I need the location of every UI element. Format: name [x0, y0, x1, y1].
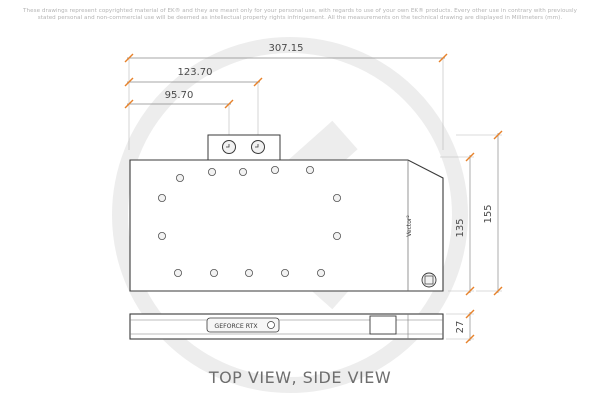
dimension-thickness: 27 [446, 309, 475, 344]
side-view-body: GEFORCE RTX [129, 313, 444, 340]
mounting-screw-icon [332, 193, 341, 202]
mounting-screw-icon [173, 268, 182, 277]
dimension-body-height: 135 [440, 152, 475, 296]
dimension-label-terminal-far: 123.70 [178, 67, 213, 78]
dimension-label-body-height: 135 [455, 218, 466, 237]
dimension-label-overall-length: 307.15 [269, 43, 304, 54]
mounting-screw-icon [175, 173, 184, 182]
mounting-screw-icon [157, 231, 166, 240]
terminal-block [207, 134, 281, 161]
copyright-disclaimer: These drawings represent copyrighted mat… [12, 8, 588, 22]
mounting-screw-icon [332, 231, 341, 240]
side-plate-label: GEFORCE RTX [214, 323, 258, 330]
view-caption: TOP VIEW, SIDE VIEW [208, 368, 392, 387]
dimension-label-total-height: 155 [483, 204, 494, 223]
mounting-screw-icon [207, 167, 216, 176]
mounting-screw-icon [270, 165, 279, 174]
dimension-total-height: 155 [456, 130, 503, 296]
disclaimer-line-2: stated personal and non-commercial use w… [37, 15, 563, 21]
dimension-terminal-far: 123.70 [124, 67, 263, 140]
side-plate [206, 317, 280, 333]
vector-badge: Vector² [406, 215, 413, 237]
mounting-screw-icon [238, 167, 247, 176]
mounting-screw-icon [244, 268, 253, 277]
mounting-screw-icon [280, 268, 289, 277]
dimension-label-terminal-near: 95.70 [165, 90, 194, 101]
dimension-terminal-near: 95.70 [124, 90, 234, 140]
mounting-screw-icon [316, 268, 325, 277]
mounting-screw-icon [157, 193, 166, 202]
side-plate-logo-icon [267, 321, 275, 329]
disclaimer-line-1: These drawings represent copyrighted mat… [23, 8, 577, 14]
side-terminal [369, 315, 397, 335]
mounting-screw-icon [209, 268, 218, 277]
vector-badge-label: Vector² [406, 215, 413, 237]
mounting-screw-icon [305, 165, 314, 174]
ek-emblem-icon [421, 272, 437, 288]
top-view-body [129, 159, 444, 292]
mounting-screws [157, 165, 341, 277]
dimension-label-thickness: 27 [455, 321, 466, 334]
